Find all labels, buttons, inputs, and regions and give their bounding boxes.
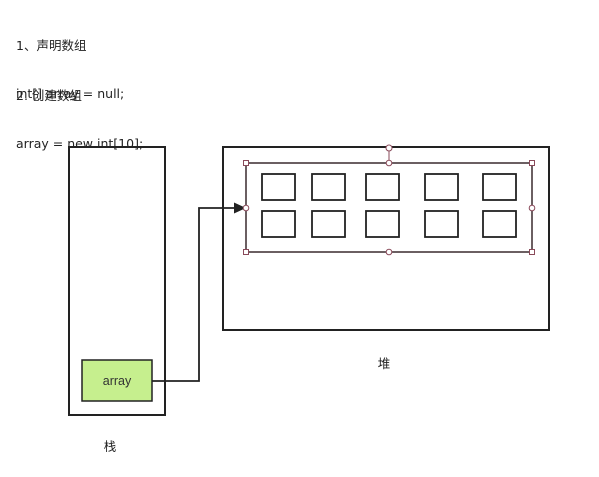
create-array-title: 2. 创建数组 <box>16 88 82 103</box>
declare-array-block: 1、声明数组 int[] array = null; <box>16 6 124 118</box>
array-cell-8 <box>424 210 459 238</box>
array-cell-4 <box>482 173 517 201</box>
array-cells <box>261 173 517 238</box>
handle-middle-left[interactable] <box>242 204 250 212</box>
array-cell-1 <box>311 173 346 201</box>
handle-middle-right[interactable] <box>528 204 536 212</box>
array-cell-2 <box>365 173 400 201</box>
stack-box <box>68 146 166 416</box>
array-variable-label: array <box>103 374 132 388</box>
array-cell-9 <box>482 210 517 238</box>
handle-bottom-middle[interactable] <box>385 248 393 256</box>
handle-bottom-left[interactable] <box>243 249 249 255</box>
array-cell-0 <box>261 173 296 201</box>
reference-arrow-line <box>152 207 238 382</box>
handle-top-middle[interactable] <box>385 159 393 167</box>
reference-arrow-head <box>234 202 246 214</box>
handle-bottom-right[interactable] <box>529 249 535 255</box>
array-cell-6 <box>311 210 346 238</box>
heap-label: 堆 <box>378 356 391 371</box>
declare-array-title: 1、声明数组 <box>16 38 87 53</box>
stack-label: 栈 <box>104 439 117 454</box>
array-cell-5 <box>261 210 296 238</box>
declare-array-code: int[] array = null; <box>16 86 125 101</box>
handle-top-right[interactable] <box>529 160 535 166</box>
array-cell-3 <box>424 173 459 201</box>
array-variable-box[interactable] <box>81 359 153 402</box>
array-cell-7 <box>365 210 400 238</box>
handle-top-left[interactable] <box>243 160 249 166</box>
rotate-handle[interactable] <box>385 144 393 152</box>
selection-handles <box>242 144 536 256</box>
